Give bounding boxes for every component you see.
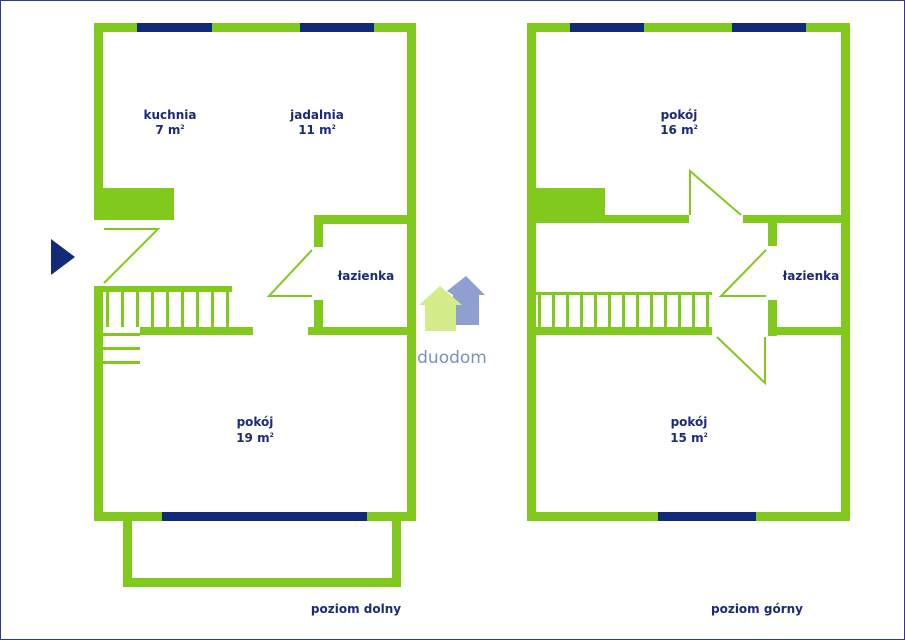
room-area-pokoj-lower: 19 m2 (236, 431, 274, 445)
room-name-pokoj-upper-1: pokój (661, 108, 698, 122)
room-name-pokoj-upper-2: pokój (671, 415, 708, 429)
room-area-pokoj-upper-2: 15 m2 (670, 431, 708, 445)
lower-labels: kuchnia 7 m2 jadalnia 11 m2 łazienka pok… (144, 108, 402, 616)
logo-text: duodom (417, 348, 487, 368)
upper-labels: pokój 16 m2 łazienka pokój 15 m2 poziom … (660, 108, 839, 616)
upper-stair-treads (536, 292, 712, 327)
room-name-lazienka-lower: łazienka (337, 269, 394, 283)
room-area-pokoj-upper-1: 16 m2 (660, 123, 698, 137)
room-name-jadalnia: jadalnia (289, 108, 344, 122)
room-area-kuchnia: 7 m2 (155, 123, 184, 137)
upper-level-plan (527, 23, 850, 521)
level-caption-upper: poziom górny (711, 602, 803, 616)
house-logo-icon (419, 276, 485, 331)
room-name-lazienka-upper: łazienka (782, 269, 839, 283)
level-caption-lower: poziom dolny (311, 602, 401, 616)
lower-walls (94, 23, 416, 587)
room-name-kuchnia: kuchnia (144, 108, 197, 122)
lower-door-swings (103, 228, 313, 297)
upper-door-swings (689, 168, 767, 386)
lower-level-plan (51, 23, 416, 587)
entrance-arrow-icon (51, 239, 75, 275)
room-name-pokoj-lower: pokój (237, 415, 274, 429)
lower-stair-treads (103, 292, 229, 364)
upper-windows (570, 23, 806, 521)
lower-windows (137, 23, 374, 521)
room-area-jadalnia: 11 m2 (298, 123, 336, 137)
